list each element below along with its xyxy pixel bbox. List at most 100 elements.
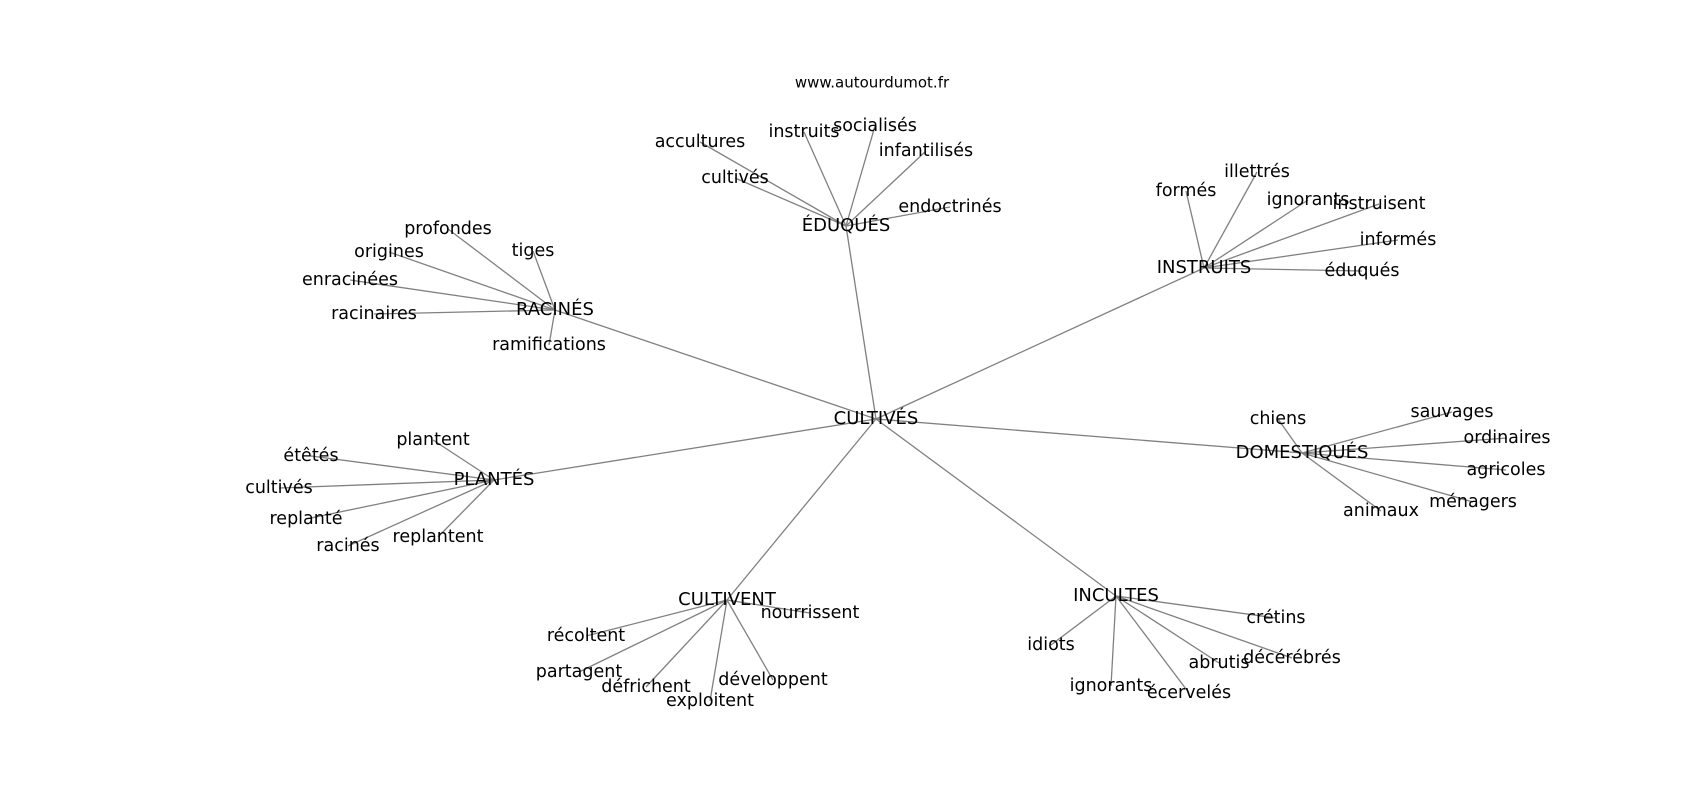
edge-center-plantes <box>493 418 877 481</box>
leaf-word: informés <box>1360 230 1437 250</box>
leaf-word: instruits <box>768 122 839 142</box>
leaf-word: endoctrinés <box>898 197 1001 217</box>
leaf-word: illettrés <box>1224 162 1290 182</box>
edge-center-instruits <box>875 267 1205 420</box>
edge-instruits-leaf <box>1203 199 1309 269</box>
leaf-word: ignorants <box>1267 190 1350 210</box>
edge-racines-leaf <box>349 279 556 311</box>
edge-racines-leaf <box>548 309 556 346</box>
edge-instruits-leaf <box>1203 239 1399 269</box>
leaf-word: infantilisés <box>879 141 973 161</box>
leaf-word: nourrissent <box>761 603 860 623</box>
leaf-word: formés <box>1156 181 1217 201</box>
leaf-word: ménagers <box>1429 492 1517 512</box>
edge-domestiques-leaf <box>1301 452 1507 471</box>
leaf-word: étêtés <box>283 446 338 466</box>
leaf-word: enracinées <box>302 270 398 290</box>
edge-cultivent-leaf <box>645 599 728 688</box>
leaf-word: ignorants <box>1070 676 1153 696</box>
leaf-word: abrutis <box>1189 653 1250 673</box>
edge-plantes-leaf <box>278 479 495 489</box>
leaf-word: crétins <box>1246 608 1305 628</box>
leaf-word: profondes <box>404 219 492 239</box>
edge-domestiques-leaf <box>1301 411 1453 454</box>
hub-word-instruits: INSTRUITS <box>1157 257 1252 278</box>
leaf-word: replantent <box>393 527 484 547</box>
leaf-word: décérébrés <box>1243 648 1341 668</box>
edge-plantes-leaf <box>305 479 495 520</box>
edge-incultes-leaf <box>1115 595 1277 619</box>
leaf-word: accultures <box>655 132 746 152</box>
edge-eduques-leaf <box>803 131 847 227</box>
leaf-word: racinaires <box>331 304 417 324</box>
edge-domestiques-leaf <box>1301 452 1382 512</box>
edge-plantes-leaf <box>432 439 495 481</box>
edge-domestiques-leaf <box>1277 418 1303 454</box>
edge-cultivent-leaf <box>585 599 728 637</box>
hub-word-racines: RACINÉS <box>516 298 594 320</box>
leaf-word: éduqués <box>1324 261 1399 281</box>
edge-racines-leaf <box>388 251 556 311</box>
leaf-word: écervelés <box>1147 683 1231 703</box>
edge-cultivent-leaf <box>709 599 728 702</box>
edge-instruits-leaf <box>1185 190 1205 269</box>
edge-center-domestiques <box>875 418 1303 454</box>
edge-center-cultivent <box>726 418 877 601</box>
edge-cultivent-leaf <box>578 599 728 673</box>
leaf-word: partagent <box>536 662 623 682</box>
edge-eduques-leaf <box>845 150 927 227</box>
leaf-word: replanté <box>270 509 343 529</box>
edge-eduques-leaf <box>734 177 847 227</box>
edge-racines-leaf <box>532 250 556 311</box>
leaf-word: tiges <box>512 241 555 261</box>
leaf-word: idiots <box>1027 635 1075 655</box>
leaf-word: développent <box>718 670 828 690</box>
edge-racines-leaf <box>373 309 556 315</box>
leaf-word: défrichent <box>601 677 691 697</box>
edge-center-racines <box>554 309 877 420</box>
edge-domestiques-leaf <box>1301 437 1508 454</box>
edge-eduques-leaf <box>845 125 876 227</box>
edge-incultes-leaf <box>1110 595 1117 687</box>
leaf-word: origines <box>354 242 424 262</box>
leaf-word: chiens <box>1250 409 1307 429</box>
leaf-word: plantent <box>396 430 470 450</box>
edge-plantes-leaf <box>310 455 495 481</box>
leaf-word: récoltent <box>547 626 625 646</box>
edge-incultes-leaf <box>1115 595 1220 664</box>
edge-racines-leaf <box>447 228 556 311</box>
edge-instruits-leaf <box>1203 171 1258 269</box>
edge-center-incultes <box>875 418 1117 597</box>
edge-incultes-leaf <box>1115 595 1293 659</box>
leaf-word: sauvages <box>1410 402 1493 422</box>
edge-eduques-leaf <box>699 141 847 227</box>
hub-word-plantes: PLANTÉS <box>454 468 535 490</box>
leaf-word: animaux <box>1343 501 1419 521</box>
hub-word-domestiques: DOMESTIQUÉS <box>1236 441 1369 463</box>
edge-eduques-leaf <box>845 206 951 227</box>
center-word: CULTIVÉS <box>834 407 919 429</box>
leaf-word: cultivés <box>701 168 769 188</box>
edge-center-eduques <box>845 225 877 420</box>
leaf-word: instruisent <box>1333 194 1426 214</box>
leaf-word: ramifications <box>492 335 606 355</box>
leaf-word: racinés <box>316 536 379 556</box>
edge-domestiques-leaf <box>1301 452 1474 503</box>
leaf-word: socialisés <box>833 116 917 136</box>
edge-plantes-leaf <box>347 479 495 547</box>
edge-cultivent-leaf <box>726 599 774 681</box>
edge-instruits-leaf <box>1203 203 1380 269</box>
edge-incultes-leaf <box>1115 595 1190 694</box>
hub-word-cultivent: CULTIVENT <box>678 589 777 610</box>
leaf-word: cultivés <box>245 478 313 498</box>
edges-layer <box>278 125 1508 702</box>
leaf-word: ordinaires <box>1464 428 1551 448</box>
edge-cultivent-leaf <box>726 599 811 614</box>
edge-incultes-leaf <box>1050 595 1117 646</box>
hub-word-eduques: ÉDUQUÉS <box>802 214 891 236</box>
hub-word-incultes: INCULTES <box>1073 585 1159 606</box>
leaf-word: agricoles <box>1467 460 1546 480</box>
edge-instruits-leaf <box>1203 267 1363 272</box>
